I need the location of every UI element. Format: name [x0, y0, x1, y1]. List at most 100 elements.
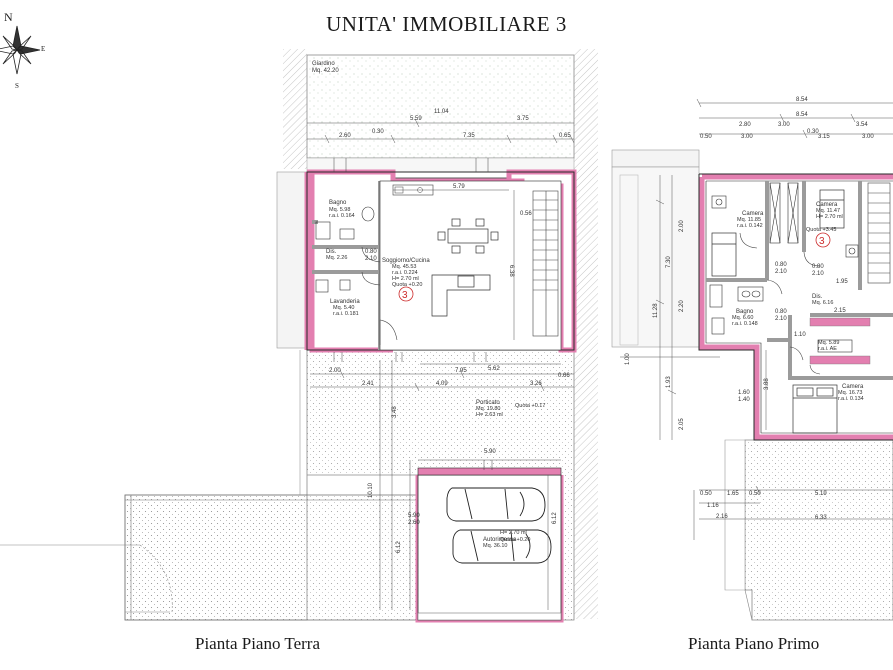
camera1-area: Mq. 11.85 — [737, 217, 761, 223]
dim-first-215: 2.15 — [834, 308, 846, 314]
soggiorno-rai: r.a.i. 0.224 — [392, 270, 418, 276]
dim-first-080b: 0.80 — [812, 264, 824, 270]
sofa — [431, 274, 491, 317]
dim-ground-326: 3.26 — [530, 381, 542, 387]
dim-first-195: 1.95 — [836, 279, 848, 285]
dim-first-315: 3.15 — [818, 134, 830, 140]
compass-north-label: N — [4, 10, 13, 24]
dim-first-050c: 0.50 — [749, 491, 761, 497]
porticato-quota: Quota +0.17 — [515, 403, 545, 409]
autorimessa-name: Autorimessa — [483, 537, 517, 543]
dim-first-300b: 3.00 — [741, 134, 753, 140]
soggiorno-area: Mq. 45.53 — [392, 264, 416, 270]
first-lower-roof — [744, 439, 893, 621]
dim-first-210a: 2.10 — [775, 269, 787, 275]
dim-ground-638: 6.38 — [508, 265, 514, 277]
bagno-ground-name: Bagno — [329, 200, 347, 206]
compass-south-label: S — [15, 82, 19, 90]
porticato-name: Porticato — [476, 400, 500, 406]
dining-table — [437, 218, 499, 254]
dim-ground-348: 3.48 — [392, 406, 398, 418]
autorimessa-height: H= 2.70 ml — [500, 530, 527, 536]
ground-bathroom-fixtures — [315, 206, 375, 293]
dim-first-165: 1.65 — [727, 491, 739, 497]
wc-first-rai: r.a.i. AE — [818, 346, 837, 352]
lavanderia-area: Mq. 5.40 — [333, 305, 354, 311]
dis-first-area: Mq. 6.16 — [812, 300, 833, 306]
dim-first-854: 8.54 — [796, 97, 808, 103]
dim-first-519: 5.19 — [815, 491, 827, 497]
dim-ground-1104: 11.04 — [434, 109, 449, 115]
dim-first-730: 7.30 — [666, 256, 672, 268]
first-stairs — [867, 182, 891, 284]
camera1-rai: r.a.i. 0.142 — [737, 223, 763, 229]
wc-first-area: Mq. 5.89 — [818, 340, 839, 346]
lavanderia-rai: r.a.i. 0.181 — [333, 311, 359, 317]
dim-first-854b: 8.54 — [796, 112, 808, 118]
first-unit-marker — [815, 232, 831, 248]
ground-unit-marker — [398, 286, 414, 302]
caption-first-floor: Pianta Piano Primo — [688, 634, 820, 653]
garden-name: Giardino — [312, 61, 335, 67]
bagno-first-name: Bagno — [736, 309, 754, 315]
camera2-quota: Quota +3.45 — [806, 227, 836, 233]
car-icon — [446, 487, 552, 564]
camera2-height: H= 2.70 ml — [816, 214, 843, 220]
first-house-walls — [698, 173, 893, 441]
dim-ground-590v: 5.90 — [408, 513, 420, 519]
bagno-first-area: Mq. 6.60 — [732, 315, 753, 321]
soggiorno-quota: Quota +0.20 — [392, 282, 422, 288]
dim-first-280: 2.80 — [739, 122, 751, 128]
lavanderia-name: Lavanderia — [330, 299, 360, 305]
dim-ground-409: 4.09 — [436, 381, 448, 387]
porticato-height: H= 2.63 ml — [476, 412, 503, 418]
ground-stairs — [532, 190, 559, 337]
soggiorno-height: H= 2.70 ml — [392, 276, 419, 282]
dim-ground-590: 5.90 — [484, 449, 496, 455]
dim-first-216: 2.16 — [716, 514, 728, 520]
dim-first-205: 2.05 — [679, 418, 685, 430]
first-floor-plan — [611, 98, 893, 621]
garden-area — [306, 54, 575, 159]
dim-first-160: 1.60 — [738, 390, 750, 396]
dim-ground-200: 2.00 — [329, 368, 341, 374]
dim-first-080a: 0.80 — [775, 262, 787, 268]
dim-ground-066: 0.66 — [558, 373, 570, 379]
dim-first-210c: 2.10 — [775, 316, 787, 322]
dim-first-116: 1.16 — [707, 503, 719, 509]
bed-icon — [711, 189, 845, 434]
dim-ground-612b: 6.12 — [552, 512, 558, 524]
dim-ground-080: 0.80 — [365, 249, 377, 255]
dim-first-300a: 3.00 — [778, 122, 790, 128]
camera1-name: Camera — [742, 211, 764, 217]
dim-ground-612: 6.12 — [396, 541, 402, 553]
garden-area: Mq. 42.20 — [312, 68, 339, 74]
dim-ground-375: 3.75 — [517, 116, 529, 122]
dim-first-388: 3.88 — [764, 378, 770, 390]
ground-door-markers — [333, 158, 493, 470]
page-title: UNITA' IMMOBILIARE 3 — [326, 12, 567, 36]
porticato-area: Mq. 19.80 — [476, 406, 500, 412]
dim-first-050b: 0.50 — [700, 491, 712, 497]
dim-first-050: 0.50 — [700, 134, 712, 140]
dim-ground-056: 0.56 — [520, 211, 532, 217]
dim-first-1128: 11.28 — [653, 303, 659, 318]
dis-ground-name: Dis. — [326, 249, 337, 255]
dim-first-193: 1.93 — [666, 376, 672, 388]
first-bathroom-fixtures — [709, 284, 853, 353]
dis-ground-area: Mq. 2.26 — [326, 255, 347, 261]
dim-ground-1010: 10.10 — [368, 482, 374, 498]
dim-ground-579: 5.79 — [453, 184, 465, 190]
camera3-rai: r.a.i. 0.134 — [838, 396, 864, 402]
compass-east-label: E — [41, 45, 45, 53]
camera3-name: Camera — [842, 384, 864, 390]
dim-first-220: 2.20 — [679, 300, 685, 312]
camera3-area: Mq. 16.73 — [838, 390, 862, 396]
dim-first-210b: 2.10 — [812, 271, 824, 277]
ground-floor-plan — [0, 49, 598, 623]
bagno-first-rai: r.a.i. 0.148 — [732, 321, 758, 327]
dim-first-300c: 3.00 — [862, 134, 874, 140]
dim-ground-559: 5.59 — [410, 116, 422, 122]
first-left-terrace — [611, 166, 700, 348]
